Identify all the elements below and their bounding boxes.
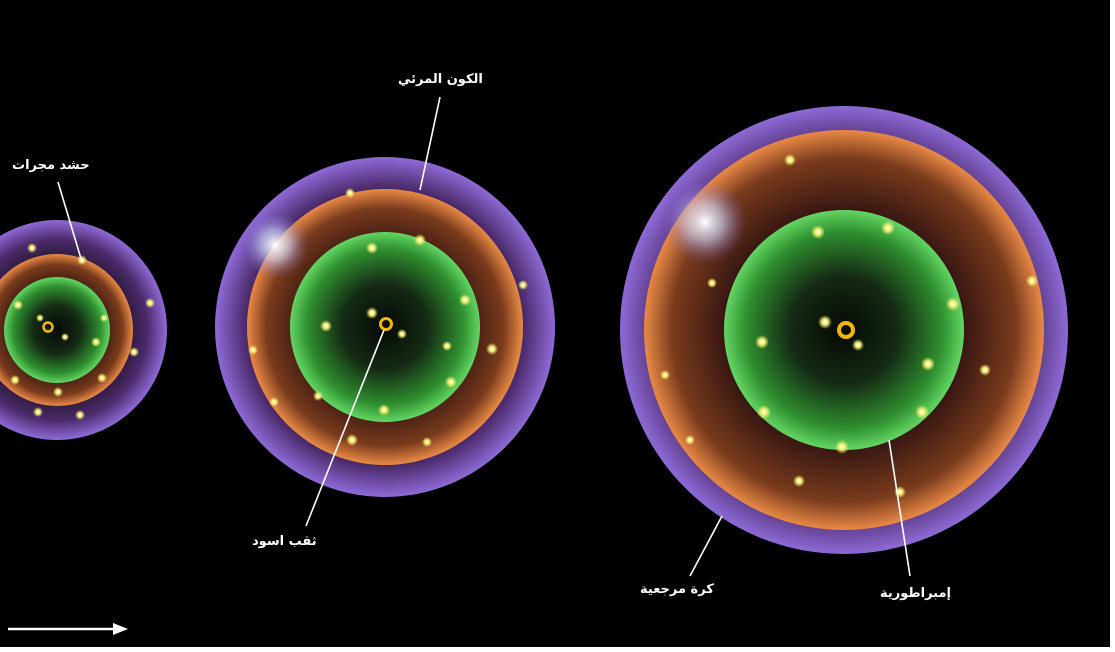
light-glow-medium — [241, 211, 309, 279]
label-galaxy-cluster: حشد مجرات — [12, 158, 90, 174]
sphere-small — [0, 220, 167, 440]
inner-sphere-small — [4, 277, 110, 383]
image-border-bottom — [0, 647, 1115, 652]
image-border-right — [1110, 0, 1115, 652]
label-black-hole: ثقب اسود — [252, 534, 317, 550]
direction-arrow — [8, 623, 128, 635]
label-empire: إمبراطورية — [880, 586, 951, 602]
sphere-large — [620, 106, 1068, 554]
sphere-medium — [215, 157, 555, 497]
light-glow-large — [663, 180, 747, 264]
leader-line-reference-sphere — [690, 516, 722, 576]
label-observable-universe: الكون المرئي — [398, 72, 483, 88]
label-reference-sphere: كرة مرجعية — [640, 582, 714, 598]
